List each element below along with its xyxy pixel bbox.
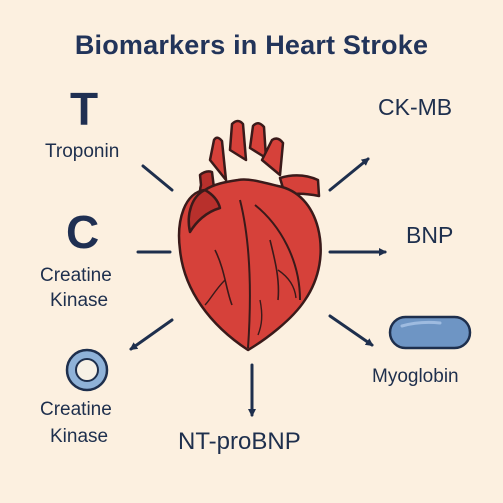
myoglobin-arrow: [328, 314, 374, 347]
creatine-kinase-2-label-line2: Kinase: [50, 426, 109, 447]
diagram-title: Biomarkers in Heart Stroke: [74, 30, 429, 60]
bnp-label: BNP: [406, 222, 454, 248]
ring-icon: [65, 348, 109, 392]
ntprobnp-label: NT-proBNP: [178, 428, 301, 455]
creatine-kinase-label-line2: Kinase: [50, 290, 109, 311]
creatine-letter-icon: C: [66, 206, 100, 258]
myoglobin-label: Myoglobin: [372, 366, 459, 387]
heart-icon: [177, 119, 322, 352]
troponin-connector: [141, 164, 174, 192]
pill-icon: [388, 315, 472, 350]
troponin-label: Troponin: [45, 141, 120, 162]
creatine-kinase-2-label-line1: Creatine: [40, 399, 112, 420]
creatine-kinase-label-line1: Creatine: [40, 265, 112, 286]
ckmb-arrow: [328, 157, 370, 192]
creatine-2-arrow: [129, 318, 174, 351]
troponin-letter-icon: T: [70, 83, 99, 135]
ckmb-label: CK-MB: [378, 94, 453, 120]
